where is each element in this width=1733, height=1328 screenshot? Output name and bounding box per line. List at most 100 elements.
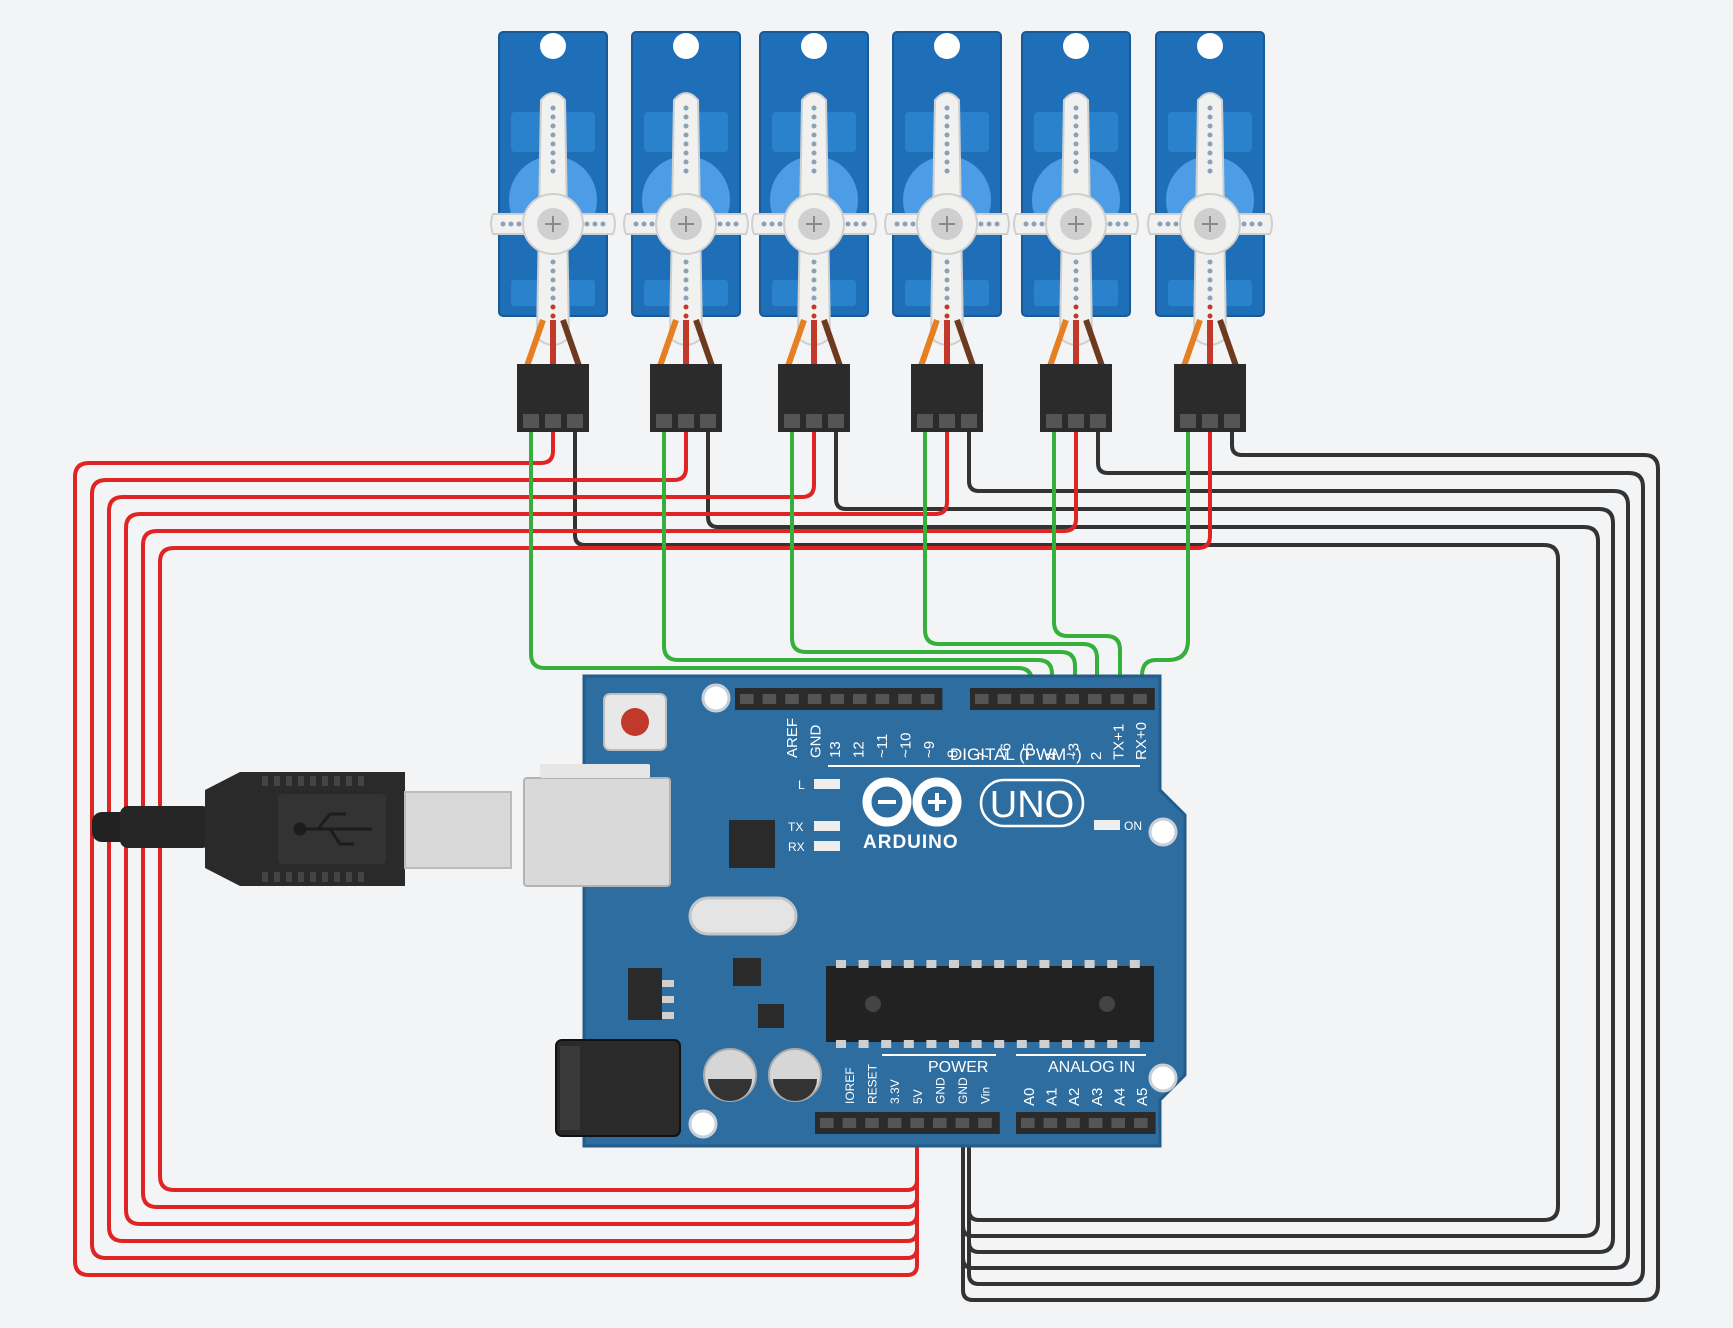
header-pin[interactable]: [762, 694, 777, 704]
usb-grip: [346, 776, 352, 786]
header-pin[interactable]: [955, 1118, 970, 1128]
servo-mount-hole-top: [540, 33, 566, 59]
header-pin[interactable]: [1043, 1118, 1058, 1128]
header-pin[interactable]: [1088, 1118, 1103, 1128]
usb-grip: [286, 776, 292, 786]
horn-hole: [1031, 221, 1037, 227]
ground-wire: [706, 423, 1600, 1238]
dc-jack-lip: [560, 1046, 580, 1130]
header-pin[interactable]: [898, 694, 912, 704]
horn-hole: [550, 259, 556, 265]
screw-cross-icon: [1202, 216, 1218, 232]
connector-pin: [1046, 414, 1062, 428]
header-pin[interactable]: [1065, 694, 1079, 704]
signal-wire: [790, 423, 1077, 702]
servo-3[interactable]: [751, 31, 877, 432]
analog-pin-label: A3: [1089, 1088, 1106, 1106]
reset-button-cap[interactable]: [621, 708, 649, 736]
digital-pin-label: GND: [808, 725, 825, 759]
header-pin[interactable]: [740, 694, 754, 704]
horn-hole: [1073, 168, 1079, 174]
horn-hole: [944, 286, 950, 292]
header-pin[interactable]: [933, 1118, 947, 1128]
analog-pin-label: A1: [1044, 1088, 1061, 1106]
horn-hole: [994, 221, 1000, 227]
header-pin[interactable]: [853, 694, 867, 704]
servo-2[interactable]: [623, 31, 749, 432]
signal-wire: [923, 423, 1099, 702]
header-pin[interactable]: [1066, 1118, 1080, 1128]
horn-hole: [944, 159, 950, 165]
signal-wire: [1140, 423, 1190, 702]
horn-hole: [944, 259, 950, 265]
header-pin[interactable]: [1133, 694, 1147, 704]
header-pin[interactable]: [865, 1118, 879, 1128]
power-wire: [73, 423, 919, 1277]
horn-hole: [944, 132, 950, 138]
horn-hole: [641, 221, 647, 227]
horn-hole: [550, 159, 556, 165]
connector-pin: [806, 414, 822, 428]
power-wire: [107, 423, 919, 1243]
horn-hole: [1073, 150, 1079, 156]
servo-1[interactable]: [490, 31, 616, 432]
horn-hole: [550, 141, 556, 147]
horn-hole: [683, 132, 689, 138]
servo-lead-ground: [821, 319, 843, 367]
mounting-hole: [688, 1109, 718, 1139]
chip-pin: [1016, 960, 1027, 968]
screw-cross-icon: [939, 216, 955, 232]
horn-hole: [1207, 141, 1213, 147]
horn-hole: [1207, 259, 1213, 265]
horn-hole: [1157, 221, 1163, 227]
header-pin[interactable]: [1134, 1118, 1148, 1128]
header-pin[interactable]: [1042, 694, 1057, 704]
header-pin[interactable]: [920, 694, 935, 704]
chip-pin: [994, 960, 1005, 968]
capacitor-stripe: [708, 1079, 752, 1101]
header-pin[interactable]: [842, 1118, 857, 1128]
horn-hole: [1207, 159, 1213, 165]
wires-layer: [73, 423, 1660, 1302]
connector-pin: [545, 414, 561, 428]
ground-wire: [573, 423, 1560, 1222]
header-pin[interactable]: [830, 694, 844, 704]
servo-6[interactable]: [1147, 31, 1273, 432]
servo-lead-ground: [693, 319, 715, 367]
power-wire: [124, 423, 949, 1226]
usb-cable[interactable]: [92, 772, 512, 886]
connector-pin: [1180, 414, 1196, 428]
header-pin[interactable]: [875, 694, 890, 704]
horn-hole: [944, 168, 950, 174]
digital-pin-label: ~10: [898, 733, 915, 758]
header-pin[interactable]: [1088, 694, 1102, 704]
horn-hole: [550, 295, 556, 301]
header-pin[interactable]: [997, 694, 1012, 704]
horn-hole: [1073, 304, 1079, 310]
servo-4[interactable]: [884, 31, 1010, 432]
header-pin[interactable]: [1021, 1118, 1035, 1128]
header-pin[interactable]: [1111, 1118, 1125, 1128]
connector-pin: [917, 414, 933, 428]
usb-grip: [334, 872, 340, 882]
header-pin[interactable]: [978, 1118, 992, 1128]
digital-pin-label: 2: [1088, 752, 1105, 760]
header-pin[interactable]: [807, 694, 822, 704]
header-pin[interactable]: [975, 694, 989, 704]
header-pin[interactable]: [887, 1118, 902, 1128]
horn-hole: [1173, 221, 1179, 227]
header-pin[interactable]: [785, 694, 799, 704]
horn-hole: [1073, 286, 1079, 292]
header-pin[interactable]: [1110, 694, 1125, 704]
horn-hole: [683, 159, 689, 165]
servo-5[interactable]: [1013, 31, 1139, 432]
chip-dot: [865, 996, 881, 1012]
power-section-label: POWER: [928, 1059, 988, 1076]
header-pin[interactable]: [820, 1118, 834, 1128]
header-pin[interactable]: [910, 1118, 924, 1128]
header-pin[interactable]: [1020, 694, 1034, 704]
chip-pin: [1016, 1040, 1027, 1048]
logo-loop-left: [862, 777, 912, 827]
chip-pin: [994, 1040, 1005, 1048]
